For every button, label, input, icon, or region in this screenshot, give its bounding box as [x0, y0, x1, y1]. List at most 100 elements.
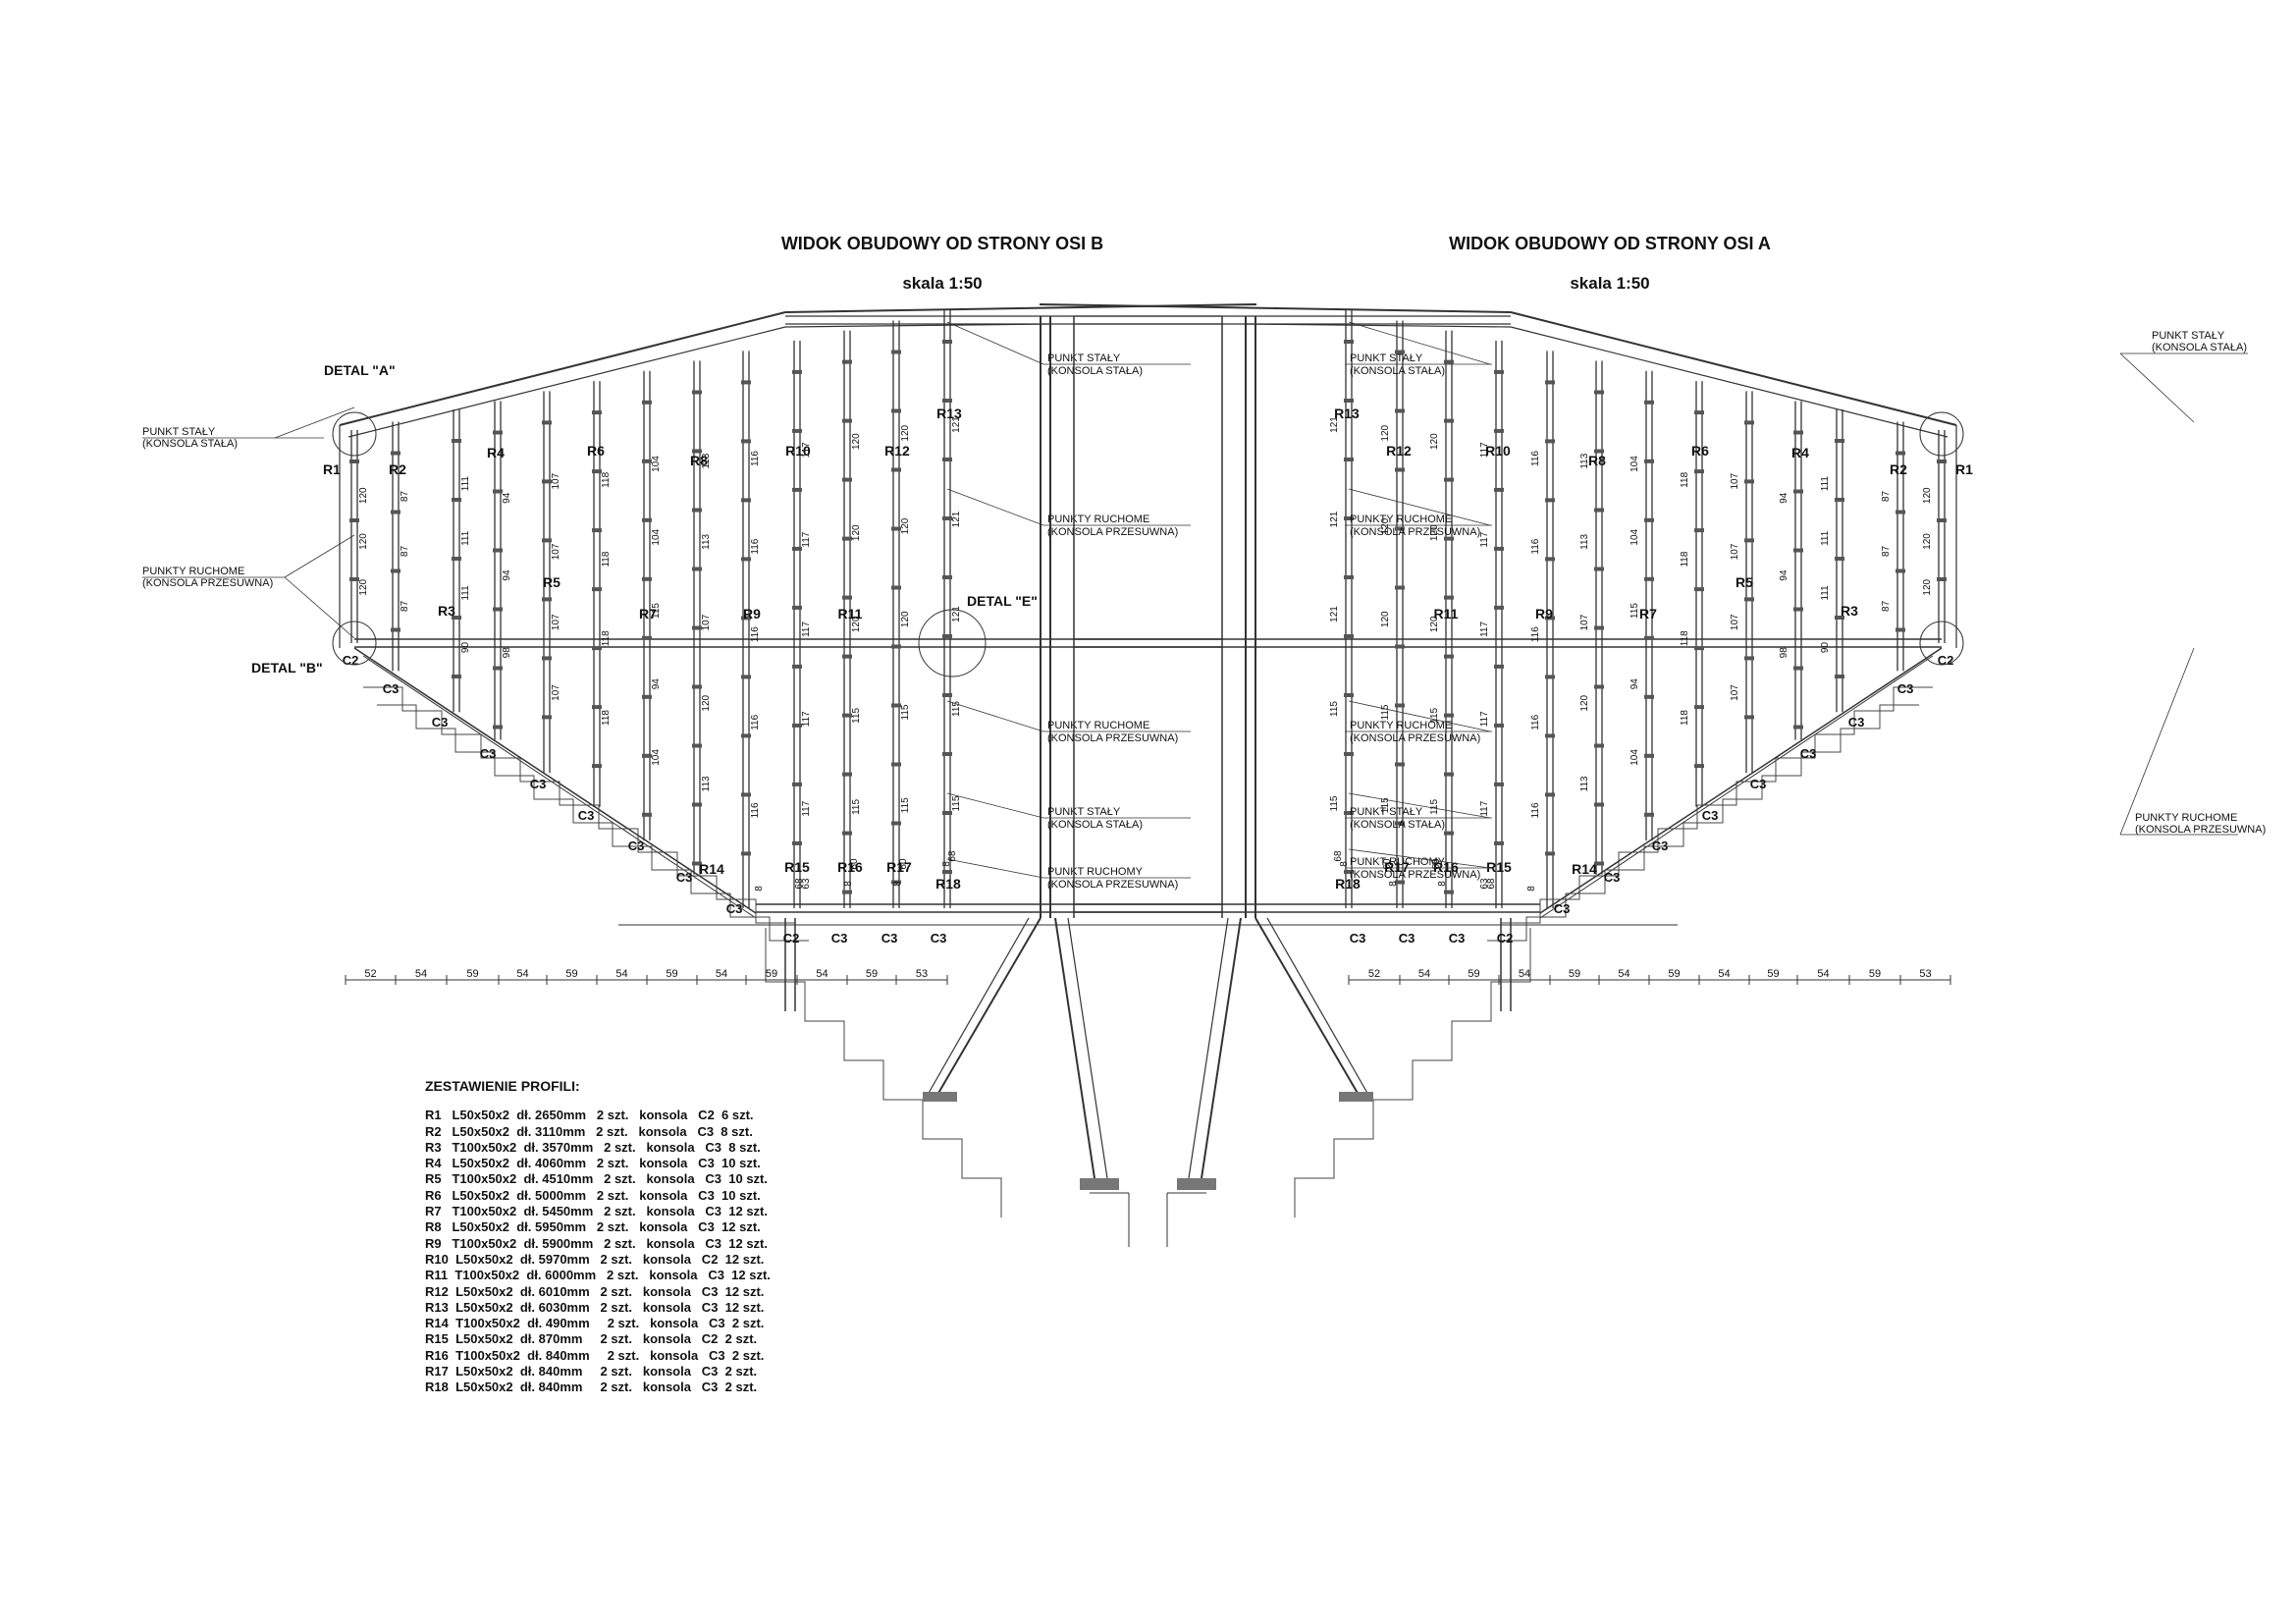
bracket-marker [942, 693, 952, 697]
segment-dimension: 87 [400, 600, 410, 612]
small-dimension: 8 [941, 861, 952, 867]
footing-plate [1080, 1178, 1119, 1190]
console-label-c3: C3 [1800, 746, 1817, 761]
support-strut [1266, 917, 1369, 1096]
bracket-marker [1545, 557, 1555, 562]
bracket-marker [1594, 625, 1604, 630]
bracket-marker [741, 616, 751, 621]
bracket-marker [891, 644, 901, 649]
bracket-marker [842, 713, 852, 718]
profile-row: R11 T100x50x2 dł. 6000mm 2 szt. konsola … [425, 1268, 771, 1283]
profile-label-r10: R10 [1485, 443, 1511, 459]
bracket-marker [1395, 585, 1405, 590]
segment-dimension: 90 [460, 642, 471, 654]
profile-label-r14: R14 [1572, 861, 1597, 877]
bracket-marker [1594, 684, 1604, 689]
bracket-marker [942, 575, 952, 579]
spacing-dimension: 59 [666, 968, 677, 980]
segment-dimension: 118 [1680, 471, 1690, 487]
profile-label-r2: R2 [389, 461, 406, 477]
bracket-marker [1344, 752, 1354, 756]
segment-dimension: 94 [1779, 492, 1789, 504]
segment-dimension: 113 [701, 533, 712, 549]
segment-dimension: 117 [801, 442, 812, 458]
detail-circle [332, 621, 377, 666]
bracket-marker [1444, 536, 1454, 541]
stair-outline [1501, 686, 1933, 924]
spacing-dimension: 54 [615, 968, 627, 980]
profile-label-r4: R4 [1791, 445, 1809, 460]
support-strut [1201, 917, 1242, 1179]
small-dimension: 8 [754, 886, 765, 892]
segment-dimension: 107 [551, 684, 561, 701]
callout-subtitle: (KONSOLA STAŁA) [2152, 342, 2247, 353]
spacing-dimension: 54 [415, 968, 427, 980]
bracket-marker [1395, 762, 1405, 767]
stair-outline [363, 686, 795, 924]
console-label-c3: C3 [726, 901, 743, 916]
callout-leader [946, 700, 1044, 732]
callout-title: PUNKT STAŁY [2152, 330, 2225, 342]
console-label-c2: C2 [783, 931, 800, 946]
callout-leader [946, 488, 1044, 526]
roof-inner-line [1510, 326, 1949, 438]
callout-title: PUNKT STAŁY [1350, 806, 1423, 818]
segment-dimension: 116 [750, 538, 761, 554]
callout-subtitle: (KONSOLA PRZESUWNA) [1350, 869, 1480, 881]
support-strut [936, 917, 1041, 1096]
detail-e-label: DETAL "E" [967, 593, 1038, 609]
bracket-marker [942, 340, 952, 344]
bracket-marker [1395, 880, 1405, 885]
bracket-marker [692, 508, 702, 513]
callout-subtitle: (KONSOLA STAŁA) [1047, 365, 1143, 377]
profile-label-r2: R2 [1890, 461, 1907, 477]
callout-subtitle: (KONSOLA STAŁA) [142, 438, 238, 450]
bracket-marker [1395, 526, 1405, 531]
bracket-marker [1494, 840, 1504, 845]
bracket-marker [1494, 605, 1504, 610]
bracket-marker [1594, 802, 1604, 807]
footing-plate [1339, 1092, 1373, 1102]
profile-label-r10: R10 [785, 443, 811, 459]
bracket-marker [1344, 811, 1354, 815]
bracket-marker [592, 705, 602, 710]
bracket-marker [891, 467, 901, 472]
callout-subtitle: (KONSOLA STAŁA) [1047, 819, 1143, 831]
bracket-marker [1545, 439, 1555, 444]
bracket-marker [842, 359, 852, 364]
segment-dimension: 120 [1380, 517, 1391, 534]
bracket-marker [1444, 890, 1454, 894]
bracket-marker [1835, 497, 1844, 502]
spacing-dimension: 59 [1569, 968, 1580, 980]
small-dimension: 8 [843, 881, 854, 887]
segment-dimension: 118 [1680, 630, 1690, 646]
bracket-marker [1594, 743, 1604, 748]
console-label-c2: C2 [1938, 653, 1954, 668]
segment-dimension: 94 [502, 492, 512, 504]
segment-dimension: 113 [1579, 533, 1590, 549]
bracket-marker [1444, 359, 1454, 364]
bracket-marker [592, 469, 602, 474]
bracket-marker [692, 861, 702, 866]
console-label-c3: C3 [1652, 839, 1669, 853]
bracket-marker [1793, 666, 1803, 671]
segment-dimension: 116 [750, 802, 761, 818]
bracket-marker [842, 595, 852, 600]
bracket-marker [942, 399, 952, 403]
bracket-marker [1644, 694, 1654, 699]
segment-dimension: 117 [1479, 711, 1490, 727]
bracket-marker [1644, 753, 1654, 758]
bracket-marker [1694, 705, 1704, 710]
bracket-marker [1395, 467, 1405, 472]
bracket-marker [1594, 861, 1604, 866]
bracket-marker [1494, 723, 1504, 728]
console-label-c3: C3 [831, 931, 848, 946]
segment-dimension: 118 [1680, 551, 1690, 567]
segment-dimension: 107 [551, 614, 561, 630]
segment-dimension: 107 [1730, 543, 1740, 560]
profile-label-r11: R11 [838, 606, 863, 622]
bracket-marker [452, 615, 461, 620]
bracket-marker [1937, 460, 1947, 463]
bracket-marker [942, 516, 952, 520]
bracket-marker [1545, 498, 1555, 503]
